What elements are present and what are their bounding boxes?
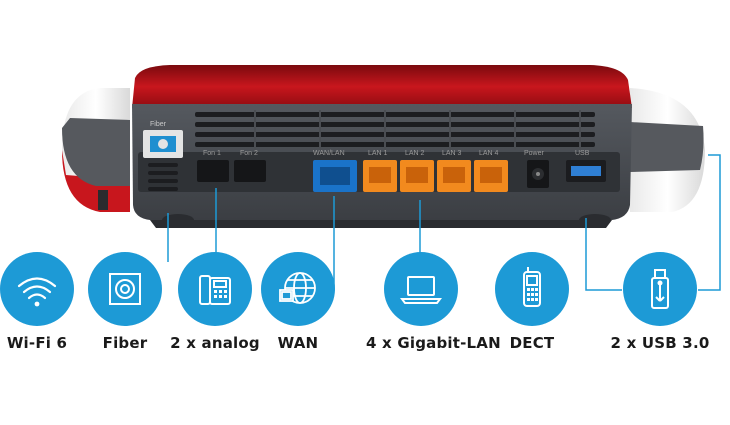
wan-port-label: WAN/LAN: [313, 150, 345, 157]
power-port-label: Power: [524, 150, 545, 157]
feature-label: 4 x Gigabit-LAN: [366, 334, 501, 352]
fiber-icon: [109, 273, 141, 305]
lan4-port-label: LAN 4: [479, 150, 499, 157]
feature-usb: 2 x USB 3.0: [605, 252, 715, 352]
wifi-icon: [17, 277, 57, 307]
lan1-port-label: LAN 1: [368, 150, 388, 157]
globe-icon: [279, 272, 316, 304]
feature-label: Wi-Fi 6: [6, 334, 68, 352]
usb-stick-icon: [651, 269, 669, 309]
phone-icon: [199, 275, 231, 305]
router-right-endcap: [630, 88, 705, 212]
router-red-top: [132, 65, 632, 108]
feature-label: 2 x analog: [170, 334, 260, 352]
usb-port-label: USB: [575, 150, 590, 157]
cordless-phone-icon: [523, 267, 541, 307]
usb-port: USB: [566, 150, 606, 182]
fon1-port-label: Fon 1: [203, 150, 221, 157]
feature-fiber: Fiber: [70, 252, 180, 352]
feature-label: Fiber: [102, 334, 148, 352]
fon2-port-label: Fon 2: [240, 150, 258, 157]
fiber-port: Fiber: [143, 121, 183, 158]
lan3-port-label: LAN 3: [442, 150, 462, 157]
laptop-icon: [400, 276, 442, 304]
feature-analog: 2 x analog: [160, 252, 270, 352]
router-left-endcap: [62, 88, 130, 212]
analog-phone-ports: Fon 1 Fon 2: [197, 150, 266, 182]
lan-ports: LAN 1 LAN 2 LAN 3 LAN 4: [363, 150, 508, 192]
feature-dect: DECT: [477, 252, 587, 352]
power-port: Power: [524, 150, 549, 188]
lan2-port-label: LAN 2: [405, 150, 425, 157]
feature-label: 2 x USB 3.0: [610, 334, 710, 352]
fiber-port-label: Fiber: [150, 121, 167, 128]
feature-label: WAN: [277, 334, 319, 352]
wan-port: WAN/LAN: [313, 150, 357, 192]
feature-wan: WAN: [243, 252, 353, 352]
feature-wifi6: Wi-Fi 6: [0, 252, 92, 352]
feature-gigabit-lan: 4 x Gigabit-LAN: [366, 252, 501, 352]
feature-label: DECT: [509, 334, 555, 352]
